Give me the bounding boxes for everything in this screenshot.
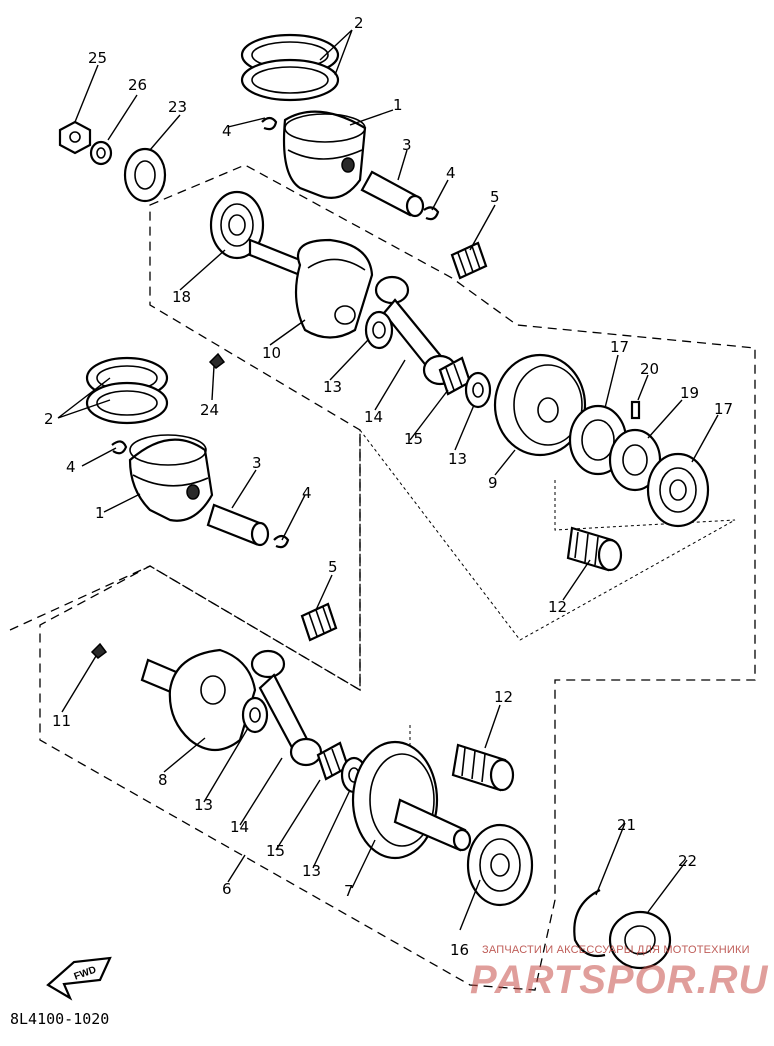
- circlip-lower-left: [111, 440, 128, 455]
- connecting-rod-upper: [374, 275, 458, 386]
- callout-14-lower: 14: [230, 818, 249, 836]
- callout-12-lower: 12: [494, 688, 513, 706]
- circlip-21: [573, 889, 606, 958]
- callout-4-lower-left: 4: [66, 458, 76, 476]
- callout-21: 21: [617, 816, 636, 834]
- callout-25: 25: [88, 49, 107, 67]
- piston-rings-lower: [85, 356, 169, 425]
- woodruff-key-11: [90, 642, 108, 659]
- callout-7: 7: [344, 882, 354, 900]
- nut-25-hole: [69, 131, 81, 143]
- callout-5-lower: 5: [328, 558, 338, 576]
- crank-half-10: [248, 238, 374, 339]
- callout-18: 18: [172, 288, 191, 306]
- callout-4-lower-right: 4: [302, 484, 312, 502]
- oil-seal-23: [123, 147, 167, 203]
- callout-4-upper-left: 4: [222, 122, 232, 140]
- callout-1-upper: 1: [393, 96, 403, 114]
- needle-bearing-upper: [450, 241, 488, 280]
- crank-half-9: [493, 353, 587, 457]
- piston-pin-lower: [206, 503, 270, 547]
- callout-2-upper: 2: [354, 14, 364, 32]
- callout-22: 22: [678, 852, 697, 870]
- callout-11: 11: [52, 712, 71, 730]
- thrust-washer-13b-hole: [472, 382, 484, 398]
- callout-17-left: 17: [610, 338, 629, 356]
- callout-1-lower: 1: [95, 504, 105, 522]
- lower-crank-assembly-outline: [9, 430, 361, 692]
- thrust-washer-13c-hole: [249, 707, 261, 723]
- connecting-rod-lower: [250, 649, 323, 767]
- piston-rings-upper: [240, 33, 340, 102]
- callout-20: 20: [640, 360, 659, 378]
- callout-26: 26: [128, 76, 147, 94]
- forward-direction-arrow: FWD: [46, 956, 112, 1001]
- woodruff-key-24: [208, 352, 226, 369]
- callout-16: 16: [450, 941, 469, 959]
- piston-pin-upper: [360, 170, 425, 218]
- callout-13-lower-right: 13: [302, 862, 321, 880]
- callout-17-right: 17: [714, 400, 733, 418]
- thrust-washer-13a-hole: [372, 321, 386, 339]
- oil-seal-22: [608, 910, 672, 970]
- washer-26-hole: [96, 147, 106, 159]
- callout-6: 6: [222, 880, 232, 898]
- callout-13-upper-right: 13: [448, 450, 467, 468]
- circlip-upper-left: [261, 116, 278, 131]
- circlip-upper-right: [423, 206, 440, 221]
- thrust-washer-13a: [364, 310, 394, 350]
- callout-3-upper: 3: [402, 136, 412, 154]
- crank-half-7: [351, 740, 472, 860]
- callout-3-lower: 3: [252, 454, 262, 472]
- watermark-site: PARTSPOR.RU: [470, 958, 769, 1002]
- callout-8: 8: [158, 771, 168, 789]
- callout-23: 23: [168, 98, 187, 116]
- callout-numbers: 2 1 4 3 4 5 25 26 23 18 10 13 14 15 13 9…: [44, 14, 733, 959]
- crank-half-8: [140, 648, 257, 752]
- bearing-17b: [646, 452, 710, 528]
- piston-lower: [128, 434, 214, 522]
- callout-13-lower-left: 13: [194, 796, 213, 814]
- callout-2-lower: 2: [44, 410, 54, 428]
- watermark-tagline: ЗАПЧАСТИ И АКСЕССУАРЫ ДЛЯ МОТОТЕХНИКИ: [482, 944, 750, 956]
- callout-12-upper: 12: [548, 598, 567, 616]
- piston-upper: [282, 110, 367, 199]
- callout-19: 19: [680, 384, 699, 402]
- needle-bearing-lower: [300, 602, 338, 642]
- thrust-washer-13c: [241, 696, 269, 734]
- callout-5-upper: 5: [490, 188, 500, 206]
- leader-lines: [57, 29, 719, 931]
- reference-line-a: [359, 429, 736, 641]
- washer-26: [89, 140, 113, 166]
- circlip-lower-right: [273, 534, 290, 549]
- thrust-washer-13b: [464, 371, 492, 409]
- callout-13-upper-left: 13: [323, 378, 342, 396]
- callout-14-upper: 14: [364, 408, 383, 426]
- callout-24: 24: [200, 401, 219, 419]
- callout-10: 10: [262, 344, 281, 362]
- document-code: 8L4100-1020: [10, 1010, 110, 1028]
- roller-bearing-12b: [451, 743, 515, 792]
- roller-bearing-12a: [566, 526, 623, 572]
- callout-4-upper-right: 4: [446, 164, 456, 182]
- callout-9: 9: [488, 474, 498, 492]
- nut-25: [58, 120, 92, 155]
- bearing-16: [466, 823, 534, 907]
- callout-15-upper: 15: [404, 430, 423, 448]
- dowel-pin-20: [630, 400, 641, 420]
- callout-15-lower: 15: [266, 842, 285, 860]
